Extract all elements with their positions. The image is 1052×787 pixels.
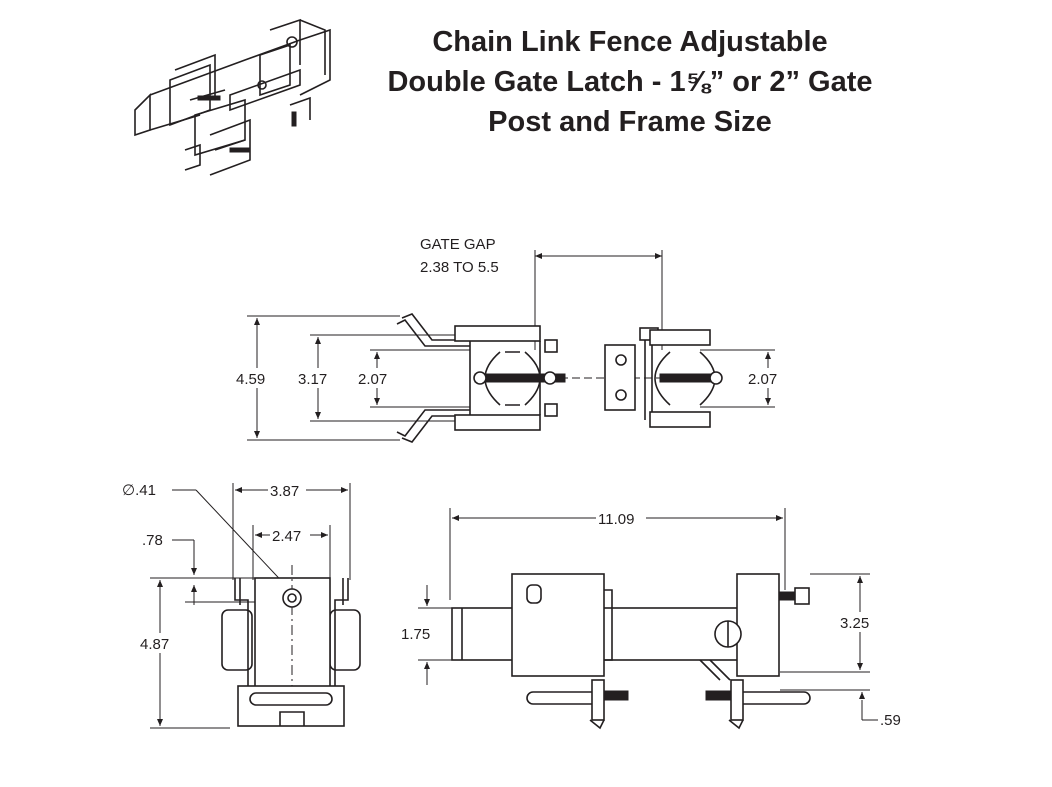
page-title: Chain Link Fence Adjustable Double Gate … [330,22,930,142]
dim-inner-height: 3.17 [298,371,327,388]
top-view: GATE GAP 2.38 TO 5.5 4.59 3.17 2.07 2.07 [232,236,785,443]
gate-gap-label: GATE GAP [420,236,496,253]
dim-width: 3.87 [270,483,299,500]
dim-bar-height: 1.75 [401,626,430,643]
dim-left-post: 2.07 [358,371,387,388]
latch-isometric-icon [134,18,331,176]
dim-hole-diameter: ∅.41 [122,482,156,499]
dim-height: 3.25 [840,615,869,632]
end-view: ∅.41 3.87 2.47 .78 4.87 [122,480,361,729]
title-line-2: Double Gate Latch - 1⅝” or 2” Gate [387,66,873,98]
dim-length: 11.09 [598,511,634,528]
gate-gap-range: 2.38 TO 5.5 [420,259,499,276]
dim-inner-width: 2.47 [272,528,301,545]
title-line-1: Chain Link Fence Adjustable [432,26,828,58]
side-view: 11.09 1.75 3.25 .59 [401,508,901,730]
dim-overall-height: 4.59 [236,371,265,388]
dim-hole-offset: .78 [142,532,163,549]
dim-height: 4.87 [140,636,169,653]
dim-right-post: 2.07 [748,371,777,388]
dim-bolt-offset: .59 [880,712,901,729]
title-line-3: Post and Frame Size [488,106,772,138]
